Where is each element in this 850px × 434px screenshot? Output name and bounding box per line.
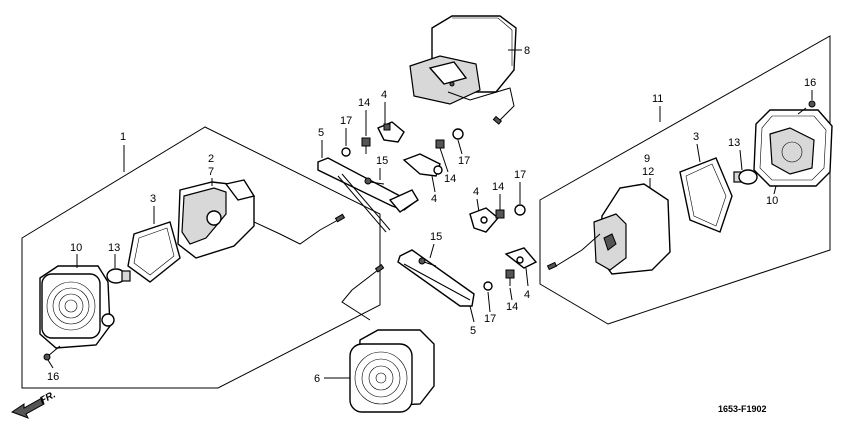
right-screw <box>797 100 816 115</box>
upper-bracket <box>317 157 419 233</box>
clamp-4a <box>377 121 405 143</box>
top-housing <box>409 15 517 125</box>
callout-3-right: 3 <box>693 131 699 143</box>
callout-5-upper: 5 <box>318 127 324 139</box>
callout-4-right: 4 <box>473 186 479 198</box>
callout-12: 12 <box>642 166 654 178</box>
left-gasket <box>127 221 181 283</box>
right-gasket <box>679 157 733 233</box>
callout-17-lower: 17 <box>484 313 496 325</box>
right-lens <box>753 109 833 187</box>
left-assembly-frame <box>21 126 381 389</box>
left-lens <box>39 265 115 349</box>
callout-3-left: 3 <box>150 193 156 205</box>
screw-14a <box>361 137 371 154</box>
screw-14b <box>435 139 445 149</box>
callout-16-right: 16 <box>804 77 816 89</box>
callout-16-left: 16 <box>47 371 59 383</box>
clamp-4d <box>504 247 538 269</box>
callout-9: 9 <box>644 153 650 165</box>
callout-4-mid: 4 <box>431 193 437 205</box>
front-direction-indicator: FR. <box>10 389 58 419</box>
callout-7: 7 <box>208 166 214 178</box>
screw-15a <box>364 177 385 185</box>
lower-lamp <box>341 263 435 413</box>
screw-14d <box>505 269 515 286</box>
left-housing <box>177 179 346 259</box>
callout-14-lower: 14 <box>506 301 518 313</box>
callout-11: 11 <box>652 93 663 105</box>
callout-15-lower: 15 <box>430 231 442 243</box>
callout-17-right: 17 <box>514 169 526 181</box>
washer-17a <box>341 147 351 157</box>
left-bulb <box>106 268 131 284</box>
callout-17-mid: 17 <box>458 155 470 167</box>
washer-17d <box>483 281 493 291</box>
callout-13-right: 13 <box>728 137 740 149</box>
callout-5-lower: 5 <box>470 325 476 337</box>
callout-14-upper: 14 <box>358 97 370 109</box>
clamp-4c <box>469 207 499 233</box>
washer-17c <box>514 204 526 216</box>
screw-14c <box>495 209 505 219</box>
callout-17-upper: 17 <box>340 115 352 127</box>
callout-14-mid: 14 <box>444 173 456 185</box>
callout-13-left: 13 <box>108 242 120 254</box>
screw-15b <box>418 257 437 267</box>
callout-8: 8 <box>524 45 530 57</box>
front-label: FR. <box>38 389 57 406</box>
callout-2: 2 <box>208 153 214 165</box>
right-bulb <box>733 169 758 185</box>
callout-10-left: 10 <box>70 242 82 254</box>
callout-15-upper: 15 <box>376 155 388 167</box>
washer-17b <box>452 128 464 140</box>
lower-bracket <box>397 249 475 307</box>
callout-14-right: 14 <box>492 181 504 193</box>
left-screw <box>43 345 61 361</box>
callout-6: 6 <box>314 373 320 385</box>
right-assembly-frame <box>539 35 831 325</box>
right-housing <box>546 183 671 275</box>
clamp-4b <box>402 153 443 177</box>
callout-10-right: 10 <box>766 195 778 207</box>
diagram-code: 1653-F1902 <box>718 404 767 414</box>
callout-4-lower: 4 <box>524 289 530 301</box>
front-arrow-icon <box>10 397 45 419</box>
callout-1: 1 <box>120 131 126 143</box>
callout-4-upper: 4 <box>381 89 387 101</box>
